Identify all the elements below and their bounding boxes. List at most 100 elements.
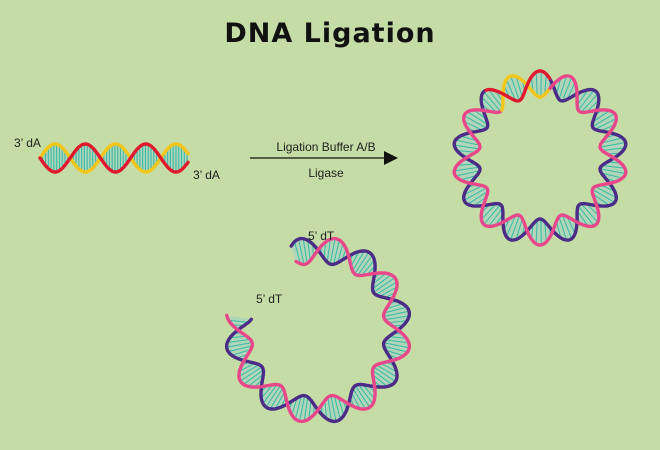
vector-base-pair xyxy=(385,349,404,357)
vector-base-pair xyxy=(239,362,255,372)
vector-base-pair xyxy=(372,272,387,285)
plasmid-base-pair xyxy=(463,121,483,131)
vector-base-pair xyxy=(380,362,397,373)
vector-base-pair xyxy=(294,241,301,264)
vector-base-pair xyxy=(383,345,408,353)
vector-base-pair xyxy=(229,335,247,339)
vector-base-pair xyxy=(228,319,249,323)
plasmid-base-pair xyxy=(577,89,595,111)
plasmid-base-pair xyxy=(601,137,623,144)
plasmid-base-pair xyxy=(576,210,589,227)
vector-base-pair xyxy=(323,242,327,259)
vector-base-pair xyxy=(228,345,253,353)
vector-base-pair xyxy=(327,397,332,422)
linear-insert-dna xyxy=(38,142,190,174)
plasmid-insert-strand-red xyxy=(484,69,552,103)
vector-base-pair xyxy=(375,281,398,296)
vector-base-pair xyxy=(308,400,312,420)
vector-base-pair xyxy=(326,239,331,263)
plasmid-base-pair xyxy=(510,75,520,101)
vector-base-pair xyxy=(379,286,398,297)
vector-base-pair xyxy=(354,251,370,275)
plasmid-base-pair xyxy=(467,111,488,126)
vector-base-pair xyxy=(298,239,305,265)
plasmid-base-pair xyxy=(535,219,538,244)
plasmid-base-pair xyxy=(455,170,480,177)
plasmid-base-pair xyxy=(601,172,623,179)
vector-base-pair xyxy=(333,395,341,420)
vector-base-pair xyxy=(337,397,345,416)
open-vector-dna xyxy=(224,236,412,424)
linear-right-end-label: 3’ dA xyxy=(193,168,220,182)
vector-base-pair xyxy=(372,369,393,386)
vector-base-pair xyxy=(352,250,365,272)
vector-base-pair xyxy=(376,364,398,378)
plasmid-base-pair xyxy=(483,204,501,225)
plasmid-strand-pink xyxy=(452,74,628,247)
vector-base-pair xyxy=(373,366,396,382)
plasmid-base-pair xyxy=(566,82,576,100)
vector-base-pair xyxy=(387,320,408,324)
plasmid-base-pair xyxy=(505,215,516,237)
plasmid-base-pair xyxy=(599,168,626,175)
vector-base-pair xyxy=(329,238,336,265)
vector-base-pair xyxy=(265,385,281,408)
vector-base-pair xyxy=(362,384,375,400)
vector-strand-pink xyxy=(225,236,412,424)
plasmid-base-pair xyxy=(580,203,599,223)
arrow-buffer-label: Ligation Buffer A/B xyxy=(276,140,376,154)
vector-base-pair xyxy=(247,373,264,387)
plasmid-base-pair xyxy=(483,91,501,112)
vector-base-pair xyxy=(274,391,285,410)
plasmid-base-pair xyxy=(592,188,615,203)
vector-base-pair xyxy=(269,387,284,410)
vector-base-pair xyxy=(385,339,409,344)
plasmid-base-pair xyxy=(488,207,503,227)
vector-base-pair xyxy=(385,303,403,310)
vector-base-pair xyxy=(260,384,273,399)
vector-base-pair xyxy=(240,366,263,382)
vector-base-pair xyxy=(350,251,360,267)
plasmid-base-pair xyxy=(467,190,488,205)
plasmid-base-pair xyxy=(515,76,523,98)
vector-base-pair xyxy=(238,364,260,377)
vector-base-pair xyxy=(243,369,264,385)
vector-base-pair xyxy=(291,397,298,416)
plasmid-base-pair xyxy=(592,113,615,128)
vector-base-pair xyxy=(354,385,371,408)
plasmid-base-pair xyxy=(602,147,625,152)
diagram-title: DNA Ligation xyxy=(224,18,436,49)
vector-base-pair xyxy=(383,306,407,314)
reaction-arrow xyxy=(250,151,398,165)
plasmid-base-pair xyxy=(463,115,487,129)
plasmid-base-pair xyxy=(602,164,625,169)
plasmid-base-pair xyxy=(594,117,617,130)
plasmid-base-pair xyxy=(577,205,595,227)
vector-base-pair xyxy=(372,274,392,290)
vector-base-pair xyxy=(226,341,253,348)
plasmid-base-pair xyxy=(558,75,568,100)
plasmid-base-pair xyxy=(505,79,516,101)
plasmid-base-pair xyxy=(481,203,497,220)
vector-groove xyxy=(226,238,410,422)
plasmid-base-pair xyxy=(555,77,562,95)
plasmid-base-pair xyxy=(454,144,480,150)
vector-base-pair xyxy=(302,238,308,264)
plasmid-base-pair xyxy=(456,150,476,153)
plasmid-base-pair xyxy=(488,89,503,109)
plasmid-base-pair xyxy=(580,93,599,113)
insert-strand-red xyxy=(38,142,190,174)
vector-left-end-label: 5’ dT xyxy=(256,292,283,306)
plasmid-base-pair xyxy=(454,166,480,172)
plasmid-base-pair xyxy=(455,139,480,146)
vector-base-pair xyxy=(384,315,410,321)
plasmid-insert-strand-yellow xyxy=(500,74,550,112)
plasmid-base-pair xyxy=(544,74,547,95)
vector-base-pair xyxy=(388,336,407,339)
plasmid-base-pair xyxy=(544,221,547,242)
vector-base-pair xyxy=(303,397,309,422)
vector-top-end-label: 5’ dT xyxy=(308,229,335,243)
vector-base-pair xyxy=(227,338,251,344)
vector-base-pair xyxy=(361,259,375,276)
